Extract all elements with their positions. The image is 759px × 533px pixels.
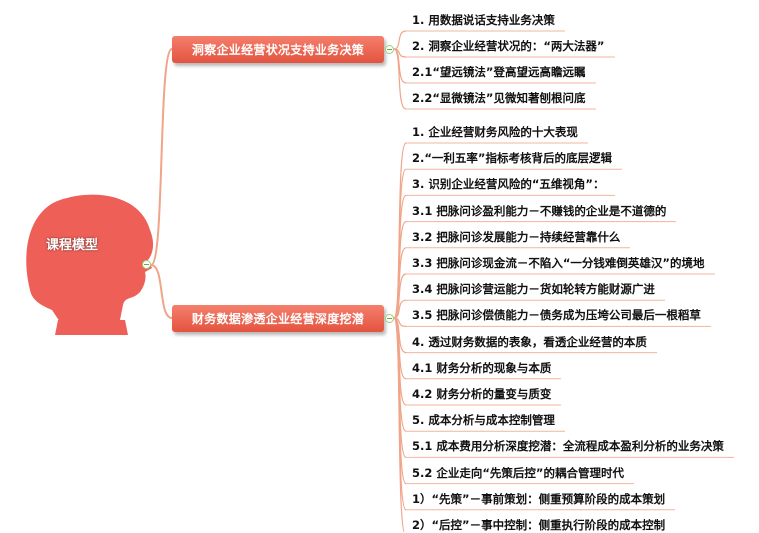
leaf-node[interactable]: 5.2 企业走向“先策后控”的耦合管理时代 — [412, 465, 624, 480]
leaf-node[interactable]: 3.5 把脉问诊偿债能力－债务成为压垮公司最后一根稻草 — [412, 308, 701, 323]
branch-label: 财务数据渗透企业经营深度挖潜 — [191, 312, 365, 326]
leaf-node[interactable]: 5.1 成本费用分析深度挖潜：全流程成本盈利分析的业务决策 — [412, 439, 724, 454]
leaf-node[interactable]: 2）“后控”－事中控制：侧重执行阶段的成本控制 — [412, 518, 666, 532]
leaf-connector — [393, 317, 405, 532]
leaf-node[interactable]: 1. 企业经营财务风险的十大表现 — [412, 125, 578, 139]
branch-finance-data[interactable]: 财务数据渗透企业经营深度挖潜 — [172, 305, 384, 332]
leaf-node[interactable]: 2. 洞察企业经营状况的：“两大法器” — [412, 39, 605, 53]
branch-label: 洞察企业经营状况支持业务决策 — [191, 43, 365, 57]
leaf-node[interactable]: 3. 识别企业经营风险的“五维视角”： — [412, 177, 605, 192]
leaf-node[interactable]: 3.4 把脉问诊营运能力－货如轮转方能财源广进 — [412, 282, 655, 297]
leaf-node[interactable]: 2.“一利五率”指标考核背后的底层逻辑 — [412, 151, 612, 166]
central-topic-label[interactable]: 课程模型 — [45, 238, 98, 253]
leaf-node[interactable]: 3.2 把脉问诊发展能力－持续经营靠什么 — [412, 229, 621, 244]
branch-finance-collapse-toggle[interactable] — [385, 314, 394, 323]
leaf-node[interactable]: 2.1“望远镜法”登高望远高瞻远瞩 — [412, 65, 586, 79]
leaf-node[interactable]: 4.1 财务分析的现象与本质 — [412, 360, 552, 375]
leaf-node[interactable]: 2.2“显微镜法”见微知著刨根问底 — [412, 91, 586, 105]
leaf-connector — [393, 299, 407, 319]
leaf-node[interactable]: 1. 用数据说话支持业务决策 — [412, 13, 555, 27]
leaf-node[interactable]: 1）“先策”－事前策划：侧重预算阶段的成本策划 — [412, 491, 666, 506]
leaf-connector — [393, 273, 407, 319]
head-silhouette — [26, 194, 154, 322]
central-collapse-toggle[interactable] — [142, 260, 151, 269]
branch-insight-collapse-toggle[interactable] — [385, 45, 394, 54]
leaf-node[interactable]: 3.1 把脉问诊盈利能力－不赚钱的企业是不道德的 — [412, 203, 667, 218]
leaf-connector — [393, 48, 407, 110]
center-to-branch-0-connector — [150, 48, 173, 266]
center-to-branch-1-connector — [150, 264, 173, 319]
leaf-node[interactable]: 4.2 财务分析的量变与质变 — [412, 387, 552, 401]
leaf-node[interactable]: 3.3 把脉问诊现金流－不陷入“一分钱难倒英雄汉”的境地 — [412, 256, 705, 270]
leaf-node[interactable]: 4. 透过财务数据的表象，看透企业经营的本质 — [412, 334, 647, 349]
leaf-connector — [393, 30, 407, 50]
leaf-node[interactable]: 5. 成本分析与成本控制管理 — [412, 413, 555, 428]
branch-insight-decision[interactable]: 洞察企业经营状况支持业务决策 — [172, 36, 384, 63]
